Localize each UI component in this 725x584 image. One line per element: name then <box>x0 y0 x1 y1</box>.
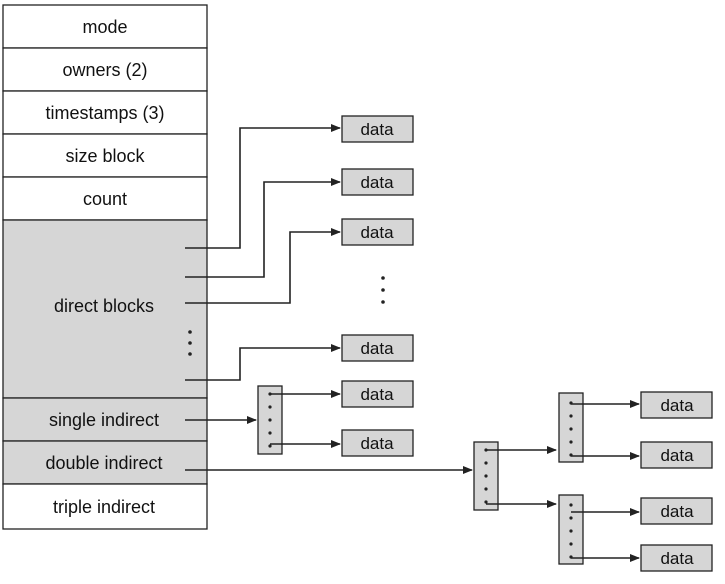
data-block-label: data <box>360 173 394 192</box>
data-block-label: data <box>660 549 694 568</box>
data-block <box>341 218 414 246</box>
double-indirect-structure: data data data data <box>185 391 713 572</box>
data-block-label: data <box>660 396 694 415</box>
data-block-label: data <box>360 120 394 139</box>
single-indirect-label: single indirect <box>49 410 159 430</box>
data-block <box>640 441 713 469</box>
data-block <box>341 115 414 143</box>
data-block-label: data <box>660 446 694 465</box>
direct-pointer-arrow <box>185 124 341 249</box>
inode-field-label: timestamps (3) <box>45 103 164 123</box>
data-block <box>341 334 414 362</box>
double-indirect-field <box>2 440 208 485</box>
inode-table: mode owners (2) timestamps (3) size bloc… <box>2 4 208 530</box>
inode-field-label: size block <box>65 146 145 166</box>
inode-field-label: mode <box>82 17 127 37</box>
single-indirect-field <box>2 397 208 442</box>
data-block-label: data <box>360 434 394 453</box>
triple-indirect-label: triple indirect <box>53 497 155 517</box>
direct-blocks-ellipsis <box>188 330 192 356</box>
data-block <box>341 429 414 457</box>
second-level-ellipsis <box>569 401 573 457</box>
direct-data-ellipsis <box>381 276 385 304</box>
inode-field-mode <box>2 4 208 49</box>
data-block-label: data <box>360 339 394 358</box>
single-indirect-structure: data data <box>185 380 414 457</box>
data-block <box>341 380 414 408</box>
direct-pointer-arrow <box>185 344 341 381</box>
inode-field-label: owners (2) <box>62 60 147 80</box>
inode-field-timestamps <box>2 90 208 135</box>
data-block-label: data <box>360 385 394 404</box>
data-block <box>640 544 713 572</box>
data-block <box>640 391 713 419</box>
direct-blocks-label: direct blocks <box>54 296 154 316</box>
direct-blocks-region <box>2 219 208 399</box>
direct-data-blocks: data data data data <box>341 115 414 362</box>
inode-field-size-block <box>2 133 208 178</box>
inode-field-label: count <box>83 189 127 209</box>
inode-field-owners <box>2 47 208 92</box>
data-block <box>640 497 713 525</box>
data-block-label: data <box>660 502 694 521</box>
data-block-label: data <box>360 223 394 242</box>
triple-indirect-field <box>2 483 208 530</box>
data-block <box>341 168 414 196</box>
direct-pointer-arrow <box>185 178 341 278</box>
direct-pointer-arrows <box>185 124 341 381</box>
direct-pointer-arrow <box>185 228 341 304</box>
double-indirect-label: double indirect <box>45 453 162 473</box>
